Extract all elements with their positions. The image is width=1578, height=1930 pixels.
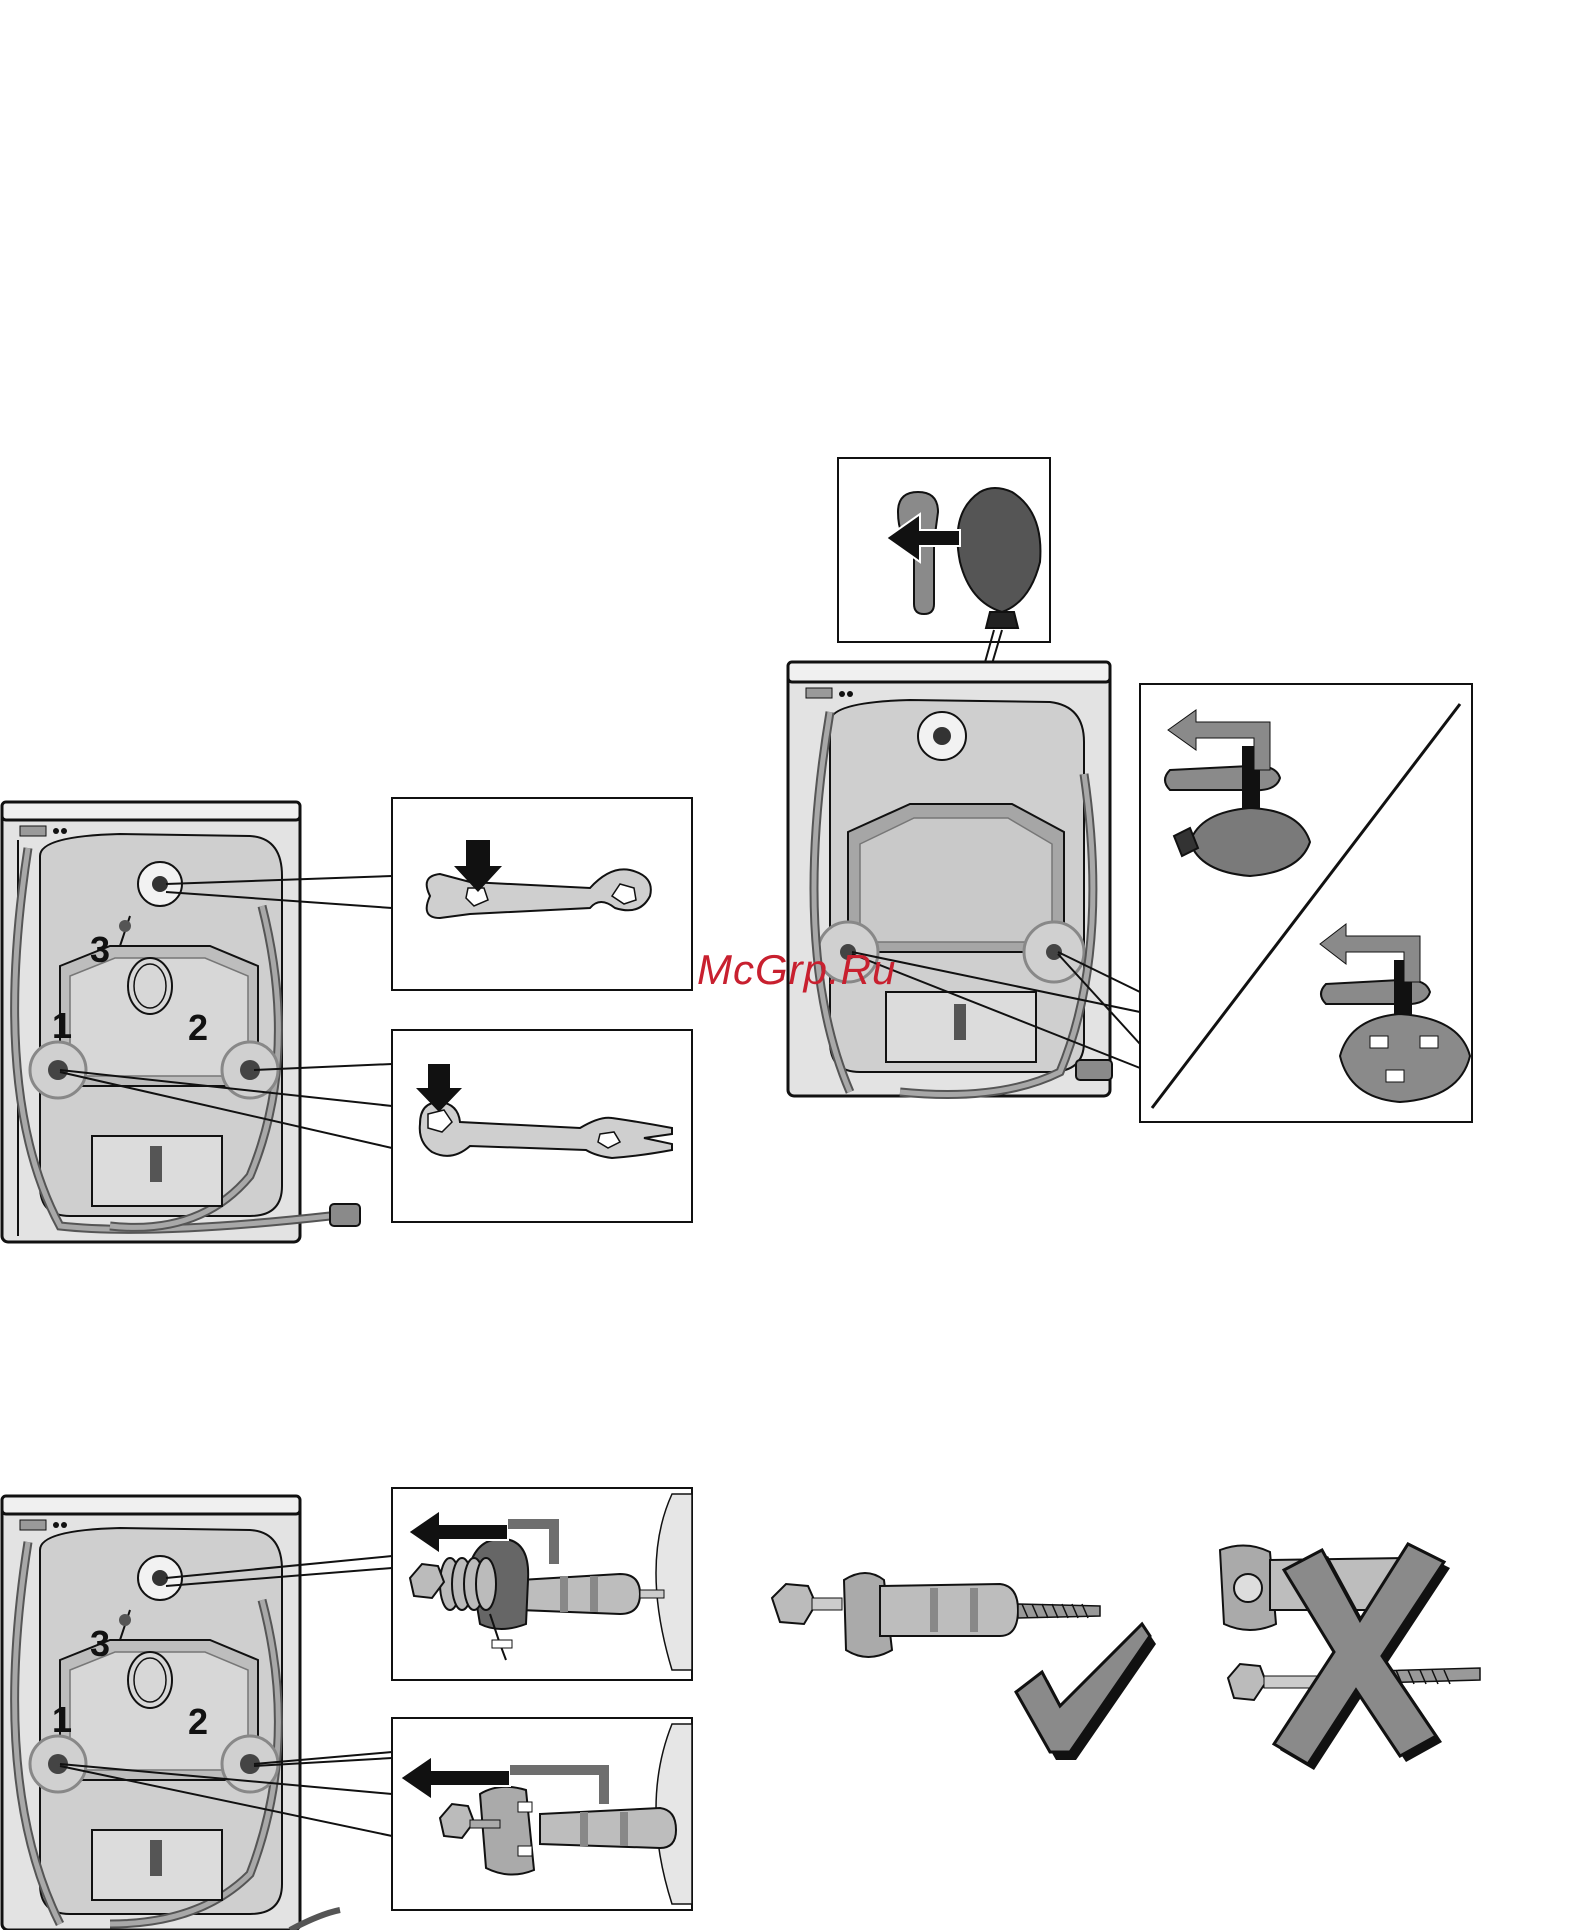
detail-box-wrench-top [392,798,692,990]
detail-box-bolt-spring [392,1488,692,1680]
check-mark-icon [1016,1624,1156,1760]
callout-number-1: 1 [52,1005,72,1046]
callout-number-2: 2 [188,1701,208,1742]
detail-box-cover-types [1140,684,1472,1122]
detail-box-cover-keyhole [838,458,1050,642]
spring [440,1558,496,1610]
watermark: McGrp.Ru [697,946,896,994]
callout-number-2: 2 [188,1007,208,1048]
bolt-assembly-correct [772,1573,1100,1657]
figure-transport-bolt-assemblies: 3 1 2 [0,1484,700,1930]
detail-box-bolt-clip [392,1718,692,1910]
figure-remove-transport-bolts-wrench: 3 1 2 [0,796,700,1248]
callout-number-3: 3 [90,1623,110,1664]
figure-insert-covers [780,452,1480,1122]
callout-number-3: 3 [90,929,110,970]
washer-back-view [788,662,1112,1096]
callout-number-1: 1 [52,1699,72,1740]
detail-box-wrench-bottom [392,1030,692,1222]
figure-bolt-correct-incorrect [760,1540,1480,1780]
